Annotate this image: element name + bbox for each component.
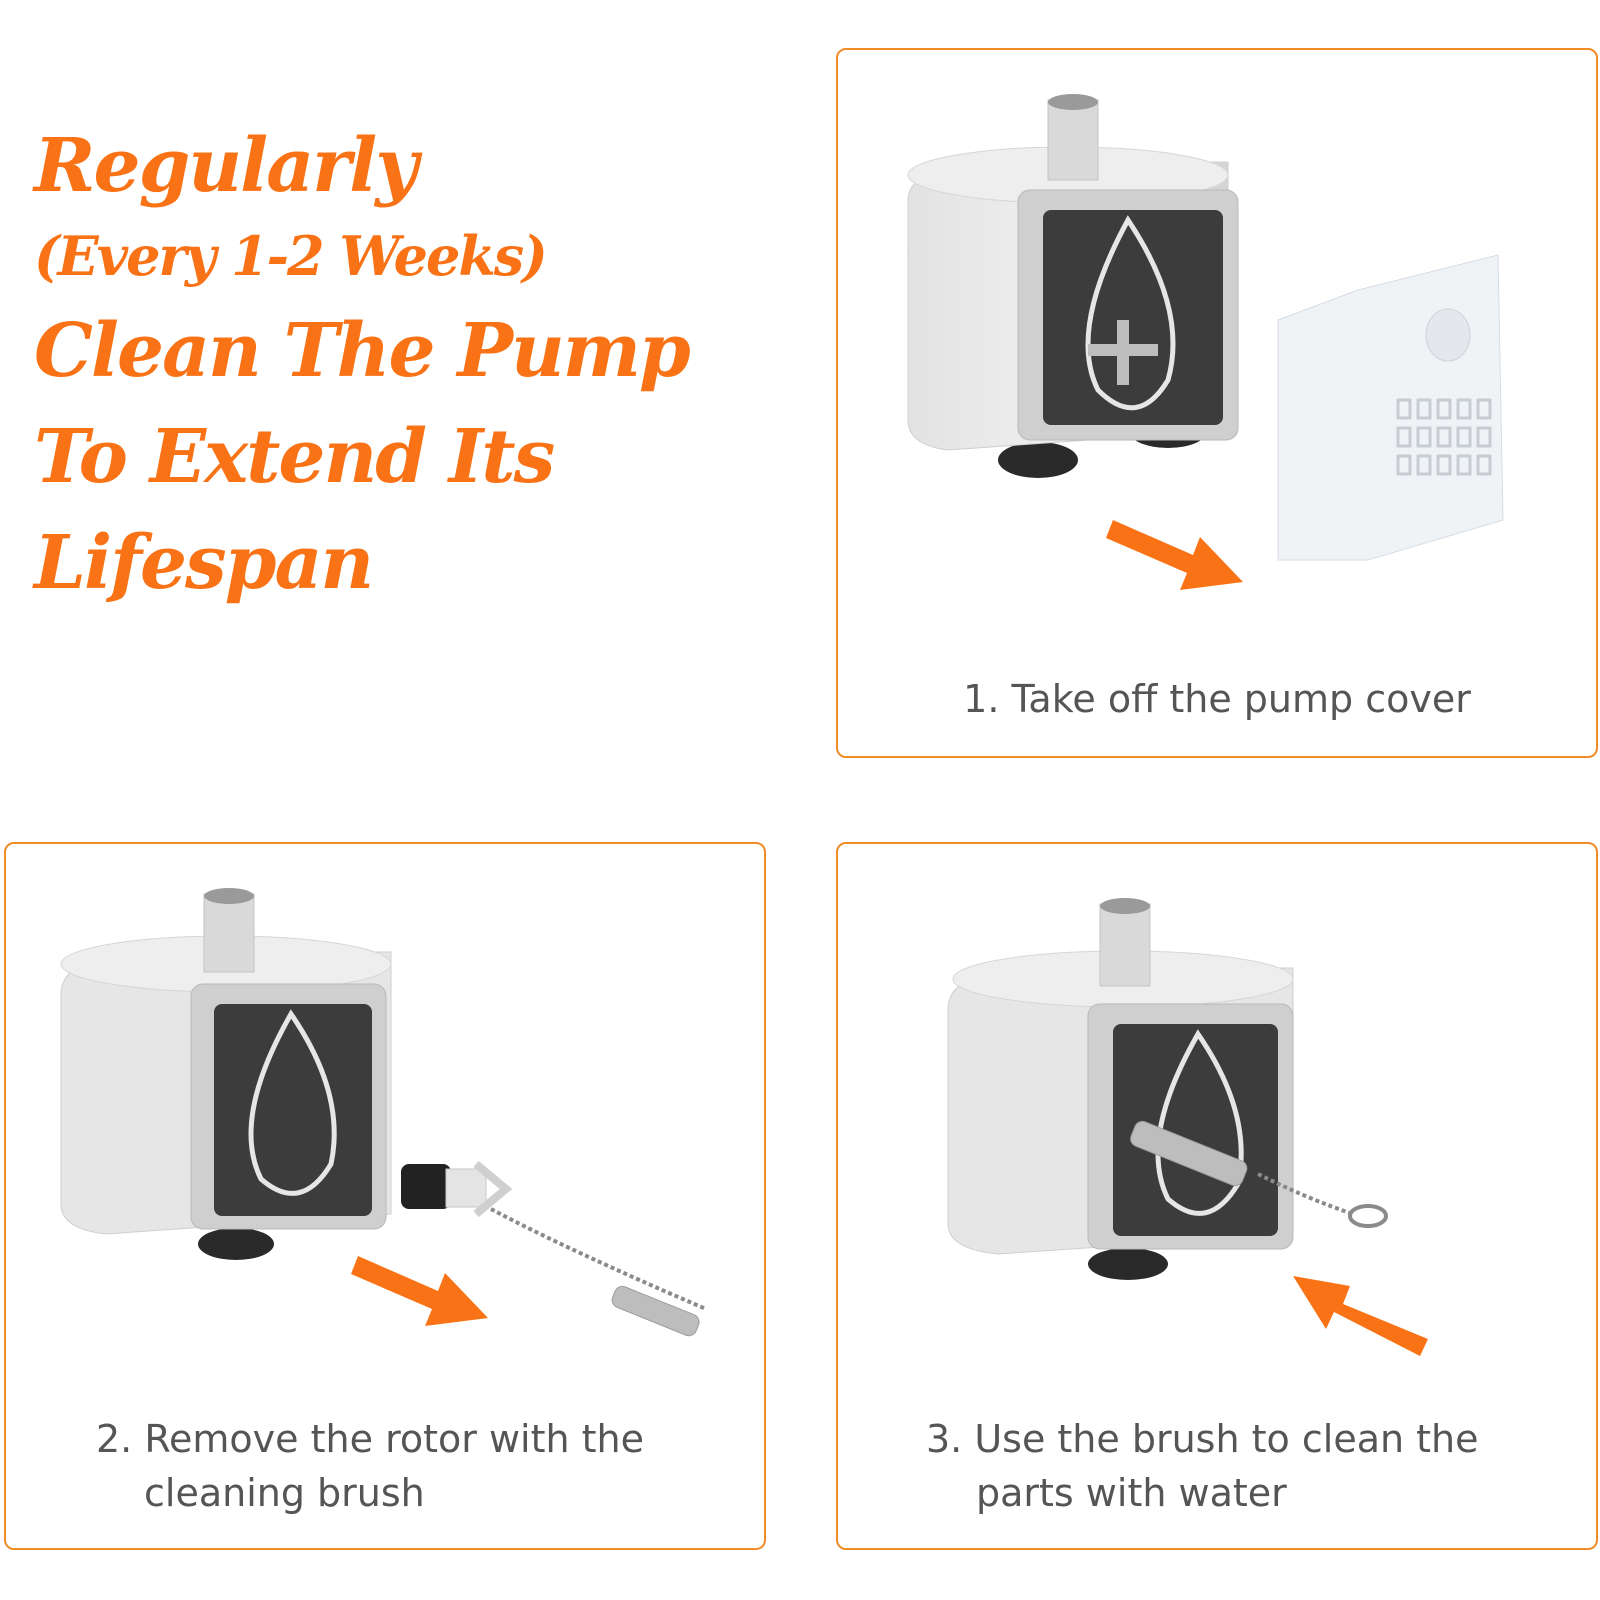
pump-icon [60,888,392,1260]
rotor-removal-illustration [60,888,707,1337]
cleaning-brush-icon [490,1207,707,1337]
step-1-caption: 1. Take off the pump cover [838,672,1596,726]
cleaning-brush-icon [1130,1120,1388,1228]
headline-line-3: Clean The Pump [34,308,691,394]
arrow-down-right-icon [351,1256,488,1326]
headline-line-4: To Extend Its [34,414,555,500]
headline-line-2: (Every 1-2 Weeks) [34,224,548,288]
step-1-caption-text: 1. Take off the pump cover [963,677,1471,721]
brush-cleaning-illustration [947,898,1428,1356]
arrow-up-left-icon [1293,1276,1428,1356]
step-3-caption-line-2: parts with water [976,1471,1287,1515]
pump-cover-removal-illustration [907,94,1504,590]
step-2-caption-line-1: 2. Remove the rotor with the [96,1417,645,1461]
step-2-caption: 2. Remove the rotor with the cleaning br… [6,1412,764,1520]
step-2-caption-line-2: cleaning brush [144,1471,425,1515]
step-2-panel: 2. Remove the rotor with the cleaning br… [4,842,766,1550]
headline-line-1: Regularly [34,123,418,209]
pump-icon [947,898,1294,1280]
pump-icon [907,94,1239,478]
rotor-icon [401,1160,513,1218]
step-3-caption: 3. Use the brush to clean the parts with… [838,1412,1596,1520]
step-1-panel: 1. Take off the pump cover [836,48,1598,758]
pump-cover-icon [1277,254,1504,561]
headline: Regularly (Every 1-2 Weeks) Clean The Pu… [34,118,794,616]
arrow-down-right-icon [1106,520,1243,590]
step-3-caption-line-1: 3. Use the brush to clean the [926,1417,1479,1461]
headline-line-5: Lifespan [34,520,374,606]
step-3-panel: 3. Use the brush to clean the parts with… [836,842,1598,1550]
